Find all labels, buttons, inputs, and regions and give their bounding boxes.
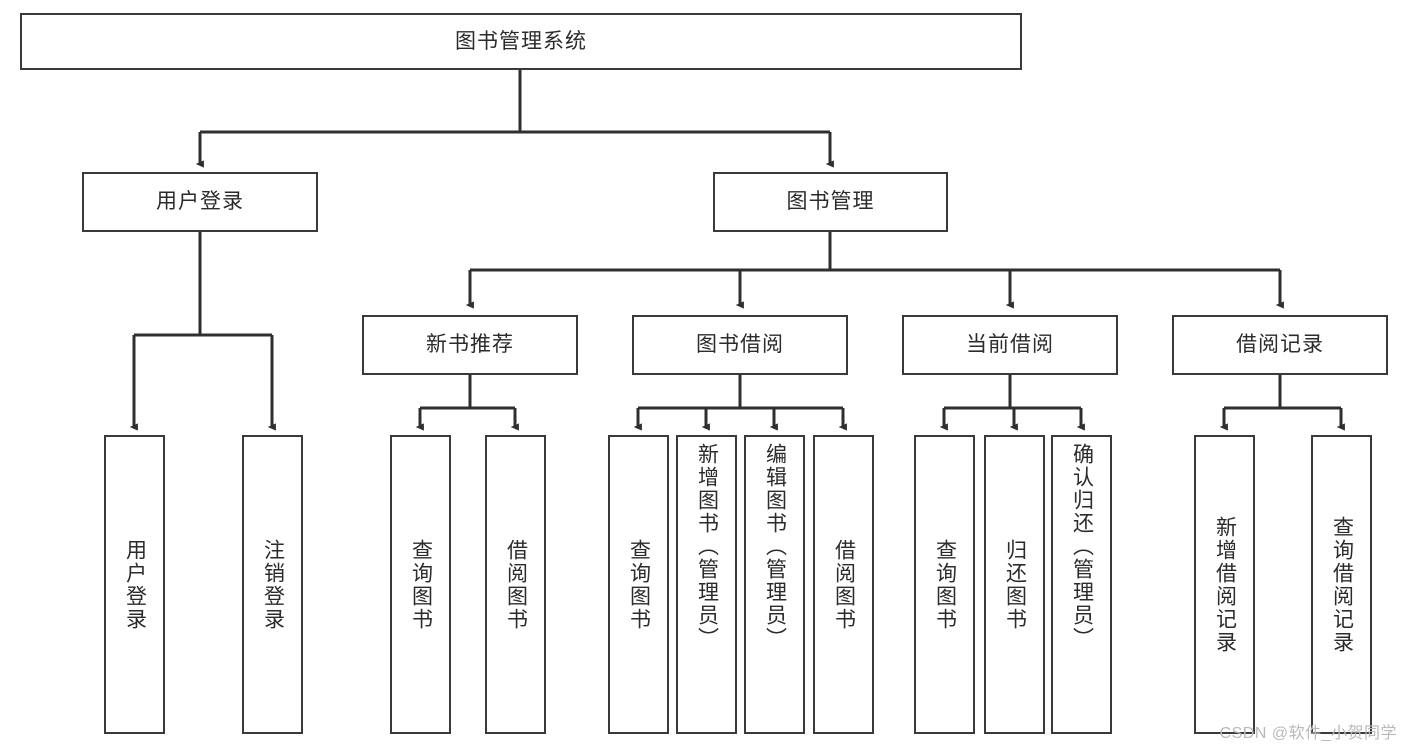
node-leaf-current-return-book[interactable]: 归还图书: [984, 435, 1045, 734]
node-leaf-user-login[interactable]: 用户登录: [104, 435, 165, 734]
node-root-system-label: 图书管理系统: [455, 29, 587, 53]
node-book-management-label: 图书管理: [786, 190, 875, 214]
node-book-borrow[interactable]: 图书借阅: [632, 315, 848, 375]
node-borrow-record[interactable]: 借阅记录: [1172, 315, 1388, 375]
node-current-borrow-label: 当前借阅: [966, 333, 1054, 357]
node-leaf-borrow-borrow-book[interactable]: 借阅图书: [813, 435, 874, 734]
node-leaf-borrow-borrow-book-label: 借阅图书: [832, 538, 856, 631]
node-book-management[interactable]: 图书管理: [713, 172, 948, 232]
node-leaf-borrow-edit-book-label: 编辑图书（管理员）: [763, 443, 787, 650]
node-root-system[interactable]: 图书管理系统: [20, 13, 1022, 70]
node-leaf-borrow-query-book-label: 查询图书: [627, 538, 651, 631]
node-borrow-record-label: 借阅记录: [1236, 333, 1324, 357]
node-leaf-current-query-book[interactable]: 查询图书: [914, 435, 975, 734]
node-leaf-current-query-book-label: 查询图书: [933, 538, 957, 631]
node-leaf-borrow-query-book[interactable]: 查询图书: [608, 435, 669, 734]
node-leaf-record-add-label: 新增借阅记录: [1213, 515, 1237, 654]
node-leaf-user-logout[interactable]: 注销登录: [242, 435, 303, 734]
node-current-borrow[interactable]: 当前借阅: [902, 315, 1118, 375]
node-new-book-recommend[interactable]: 新书推荐: [362, 315, 578, 375]
node-leaf-record-query-label: 查询借阅记录: [1330, 515, 1354, 654]
node-leaf-recommend-borrow-book-label: 借阅图书: [504, 538, 528, 631]
node-leaf-record-add[interactable]: 新增借阅记录: [1194, 435, 1255, 734]
node-leaf-borrow-add-book[interactable]: 新增图书（管理员）: [676, 435, 737, 734]
node-leaf-borrow-add-book-label: 新增图书（管理员）: [695, 443, 719, 650]
node-leaf-current-confirm-return[interactable]: 确认归还（管理员）: [1051, 435, 1112, 734]
node-leaf-record-query[interactable]: 查询借阅记录: [1311, 435, 1372, 734]
node-leaf-borrow-edit-book[interactable]: 编辑图书（管理员）: [744, 435, 805, 734]
node-user-login[interactable]: 用户登录: [82, 172, 318, 232]
node-leaf-recommend-query-book[interactable]: 查询图书: [390, 435, 451, 734]
node-new-book-recommend-label: 新书推荐: [426, 333, 514, 357]
node-leaf-current-return-book-label: 归还图书: [1003, 538, 1027, 631]
node-leaf-recommend-query-book-label: 查询图书: [409, 538, 433, 631]
node-leaf-current-confirm-return-label: 确认归还（管理员）: [1070, 443, 1094, 650]
watermark-text: CSDN @软件_小贺同学: [1219, 725, 1397, 742]
node-book-borrow-label: 图书借阅: [696, 333, 784, 357]
node-leaf-user-logout-label: 注销登录: [261, 538, 285, 631]
node-leaf-user-login-label: 用户登录: [123, 538, 147, 631]
node-user-login-label: 用户登录: [156, 190, 244, 214]
node-leaf-recommend-borrow-book[interactable]: 借阅图书: [485, 435, 546, 734]
